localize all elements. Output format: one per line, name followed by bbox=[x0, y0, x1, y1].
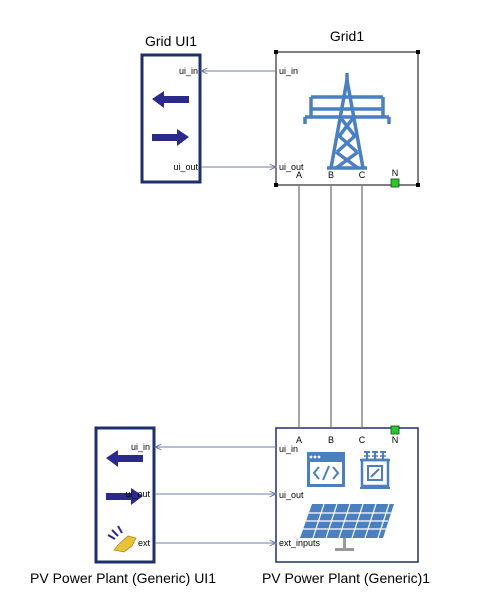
arrow-left-icon bbox=[106, 450, 143, 467]
pv-ui-port-ui-out: ui_out bbox=[125, 489, 150, 499]
grid-port-c: C bbox=[359, 170, 366, 180]
pv-port-b: B bbox=[328, 435, 334, 445]
grid-port-b: B bbox=[328, 170, 334, 180]
solar-sun-icon bbox=[107, 525, 137, 553]
grid-ui-port-ui-in: ui_in bbox=[179, 66, 198, 76]
pv-ui-block[interactable]: PV Power Plant (Generic) UI1 ui_in ui_ou… bbox=[30, 426, 216, 586]
arrow-left-icon bbox=[152, 91, 189, 108]
grid-port-n: N bbox=[392, 168, 399, 178]
grid-port-ui-out: ui_out bbox=[279, 162, 304, 172]
grid-port-ui-in: ui_in bbox=[279, 66, 298, 76]
code-window-icon bbox=[307, 452, 345, 487]
grid-ui-block[interactable]: Grid UI1 ui_in ui_out bbox=[140, 33, 202, 184]
pv-ui-port-ui-in: ui_in bbox=[131, 442, 150, 452]
pv-port-c: C bbox=[359, 435, 366, 445]
pv-port-a: A bbox=[296, 435, 302, 445]
pv-ui-port-ext: ext bbox=[138, 538, 151, 548]
pv-block[interactable]: PV Power Plant (Generic)1 ui_in ui_out e… bbox=[262, 425, 430, 586]
arrow-right-icon bbox=[106, 488, 143, 505]
pv-port-n: N bbox=[392, 435, 399, 445]
grid-port-a: A bbox=[296, 170, 302, 180]
grid-block[interactable]: Grid1 ui_in ui_out A B C N bbox=[274, 28, 420, 188]
transformer-icon bbox=[360, 451, 390, 489]
grid-ui-title: Grid UI1 bbox=[145, 33, 197, 49]
pv-ui-title: PV Power Plant (Generic) UI1 bbox=[30, 570, 216, 586]
pv-title: PV Power Plant (Generic)1 bbox=[262, 570, 430, 586]
pv-port-ui-in: ui_in bbox=[279, 444, 298, 454]
solar-panel-icon bbox=[300, 503, 394, 551]
signal-connections bbox=[155, 71, 276, 543]
transmission-tower-icon bbox=[303, 73, 391, 170]
pv-port-ui-out: ui_out bbox=[279, 490, 304, 500]
power-connections bbox=[298, 185, 363, 428]
pv-port-ext-inputs: ext_inputs bbox=[279, 538, 321, 548]
grid-neutral-terminal[interactable] bbox=[390, 178, 400, 188]
grid-ui-port-ui-out: ui_out bbox=[173, 162, 198, 172]
grid-title: Grid1 bbox=[330, 28, 364, 44]
arrow-right-icon bbox=[152, 129, 189, 146]
pv-neutral-terminal[interactable] bbox=[390, 425, 400, 435]
